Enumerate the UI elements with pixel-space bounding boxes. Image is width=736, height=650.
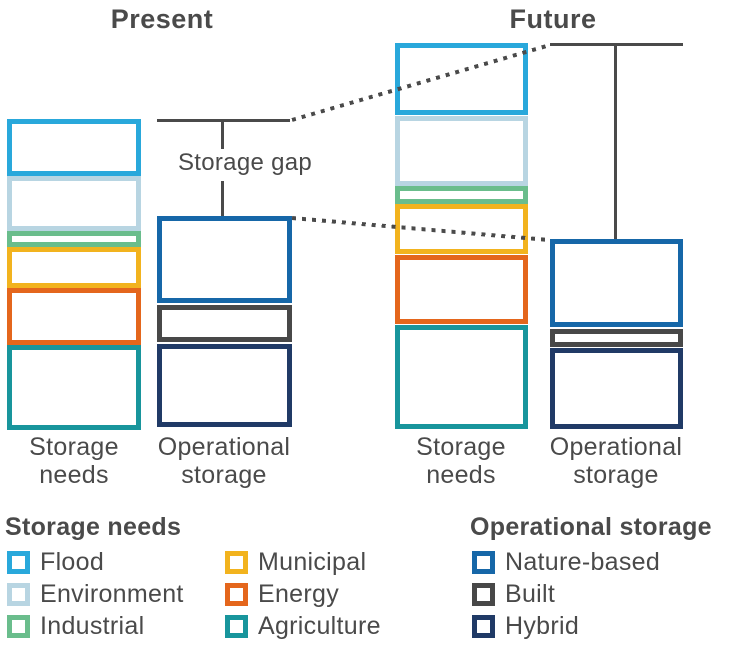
legend-label-agriculture: Agriculture: [258, 612, 381, 640]
present-needs-agriculture-box: [7, 345, 141, 430]
present-title: Present: [110, 4, 214, 34]
legend-label-flood: Flood: [40, 548, 105, 576]
legend-storage-needs-header: Storage needs: [5, 513, 182, 541]
legend-label-environment: Environment: [40, 580, 184, 608]
future-title: Future: [509, 4, 597, 34]
industrial-swatch-icon: [7, 615, 30, 638]
present-gap-stem-lower: [221, 181, 224, 216]
legend-item-industrial: Industrial: [7, 612, 184, 640]
legend-operational-storage-header: Operational storage: [470, 513, 712, 541]
legend-label-nature-based: Nature-based: [505, 548, 661, 576]
legend-item-flood: Flood: [7, 548, 184, 576]
future-op-hybrid-box: [550, 348, 683, 429]
legend-item-environment: Environment: [7, 580, 184, 608]
future-gap-top-line: [550, 43, 683, 46]
legend-label-energy: Energy: [258, 580, 340, 608]
future-needs-energy-box: [395, 255, 528, 324]
present-gap-stem-upper: [221, 122, 224, 149]
future-op-built-box: [550, 329, 683, 347]
legend-item-energy: Energy: [225, 580, 381, 608]
future-op-nature-based-box: [550, 239, 683, 327]
legend-item-hybrid: Hybrid: [472, 612, 660, 640]
future-needs-agriculture-box: [395, 325, 528, 429]
future-needs-environment-box: [395, 116, 528, 186]
present-needs-energy-box: [7, 288, 141, 345]
present-op-built-box: [157, 305, 292, 342]
environment-swatch-icon: [7, 583, 30, 606]
agriculture-swatch-icon: [225, 615, 248, 638]
legend-label-built: Built: [505, 580, 556, 608]
legend-item-municipal: Municipal: [225, 548, 381, 576]
energy-swatch-icon: [225, 583, 248, 606]
legend-item-built: Built: [472, 580, 660, 608]
present-op-nature-based-box: [157, 216, 292, 303]
present-needs-industrial-box: [7, 231, 141, 247]
present-gap-top-line: [157, 119, 290, 122]
nature-based-swatch-icon: [472, 551, 495, 574]
future-storage-needs-label: Storage needs: [416, 433, 506, 489]
present-needs-environment-box: [7, 176, 141, 231]
legend-label-hybrid: Hybrid: [505, 612, 580, 640]
future-needs-industrial-box: [395, 186, 528, 204]
future-gap-stem: [614, 46, 617, 239]
legend-item-nature-based: Nature-based: [472, 548, 661, 576]
legend-label-industrial: Industrial: [40, 612, 145, 640]
present-storage-needs-label: Storage needs: [29, 433, 119, 489]
present-operational-storage-label: Operational storage: [157, 433, 291, 489]
present-op-hybrid-box: [157, 344, 292, 427]
future-needs-flood-box: [395, 43, 528, 115]
legend-label-municipal: Municipal: [258, 548, 367, 576]
future-operational-storage-label: Operational storage: [549, 433, 683, 489]
present-needs-flood-box: [7, 119, 141, 176]
municipal-swatch-icon: [225, 551, 248, 574]
present-needs-municipal-box: [7, 247, 141, 288]
legend-item-agriculture: Agriculture: [225, 612, 381, 640]
hybrid-swatch-icon: [472, 615, 495, 638]
flood-swatch-icon: [7, 551, 30, 574]
storage-gap-label: Storage gap: [159, 149, 331, 177]
built-swatch-icon: [472, 583, 495, 606]
